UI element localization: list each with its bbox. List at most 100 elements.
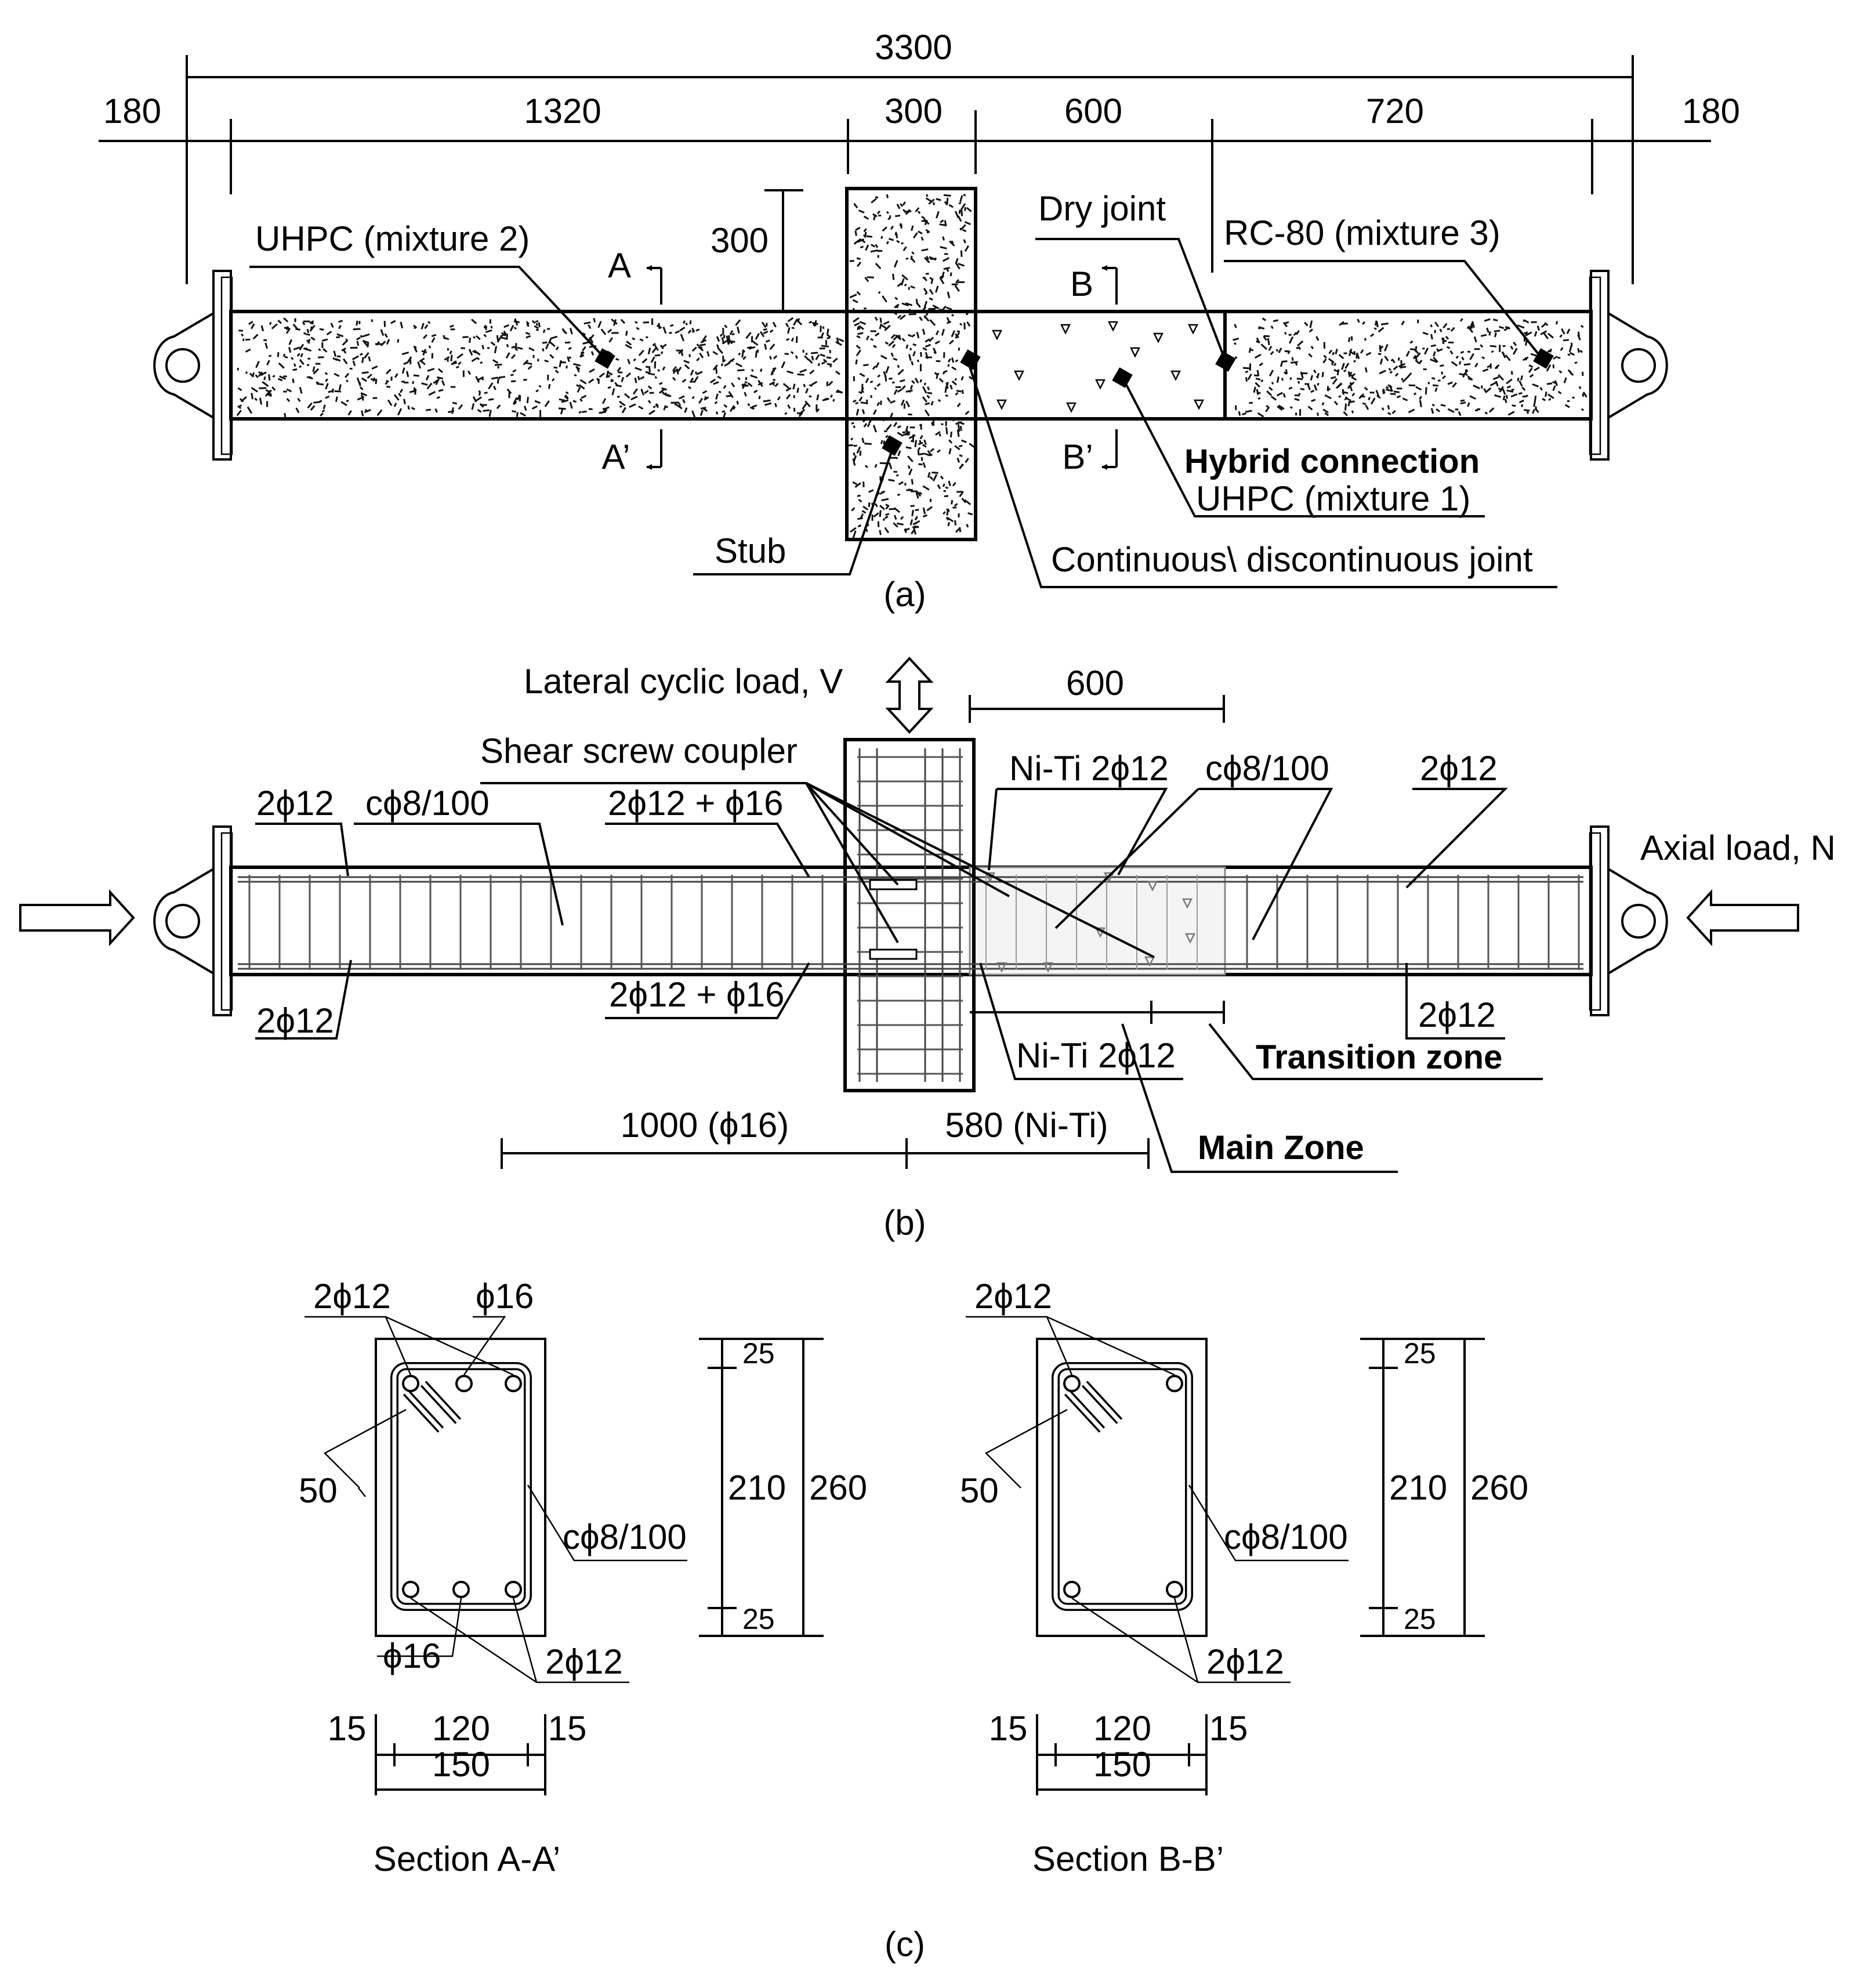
label-section-a-prime: A’: [602, 437, 630, 476]
section-b-label-top-bars: 2ϕ12: [974, 1277, 1052, 1316]
label-uhpc-mixture-1: UHPC (mixture 1): [1196, 479, 1470, 518]
dim-left-end: 180: [103, 92, 161, 131]
bar-circle: [1167, 1376, 1182, 1391]
label-transition-zone: Transition zone: [1256, 1038, 1502, 1076]
label-stirrup-right: cϕ8/100: [1205, 749, 1329, 788]
section-b-title: Section B-B’: [1032, 1839, 1224, 1878]
label-shear-screw-coupler: Shear screw coupler: [480, 732, 798, 770]
section-b-dim-width: 150: [1093, 1745, 1151, 1784]
section-a-dim-w-right: 15: [548, 1709, 587, 1748]
bar-circle: [1064, 1376, 1079, 1391]
dim-stub-height: 300: [711, 221, 769, 260]
section-b-dim-cover-top: 25: [1404, 1337, 1436, 1370]
bar-circle: [403, 1582, 418, 1597]
section-a-label-hook: 50: [299, 1471, 338, 1510]
bar-circle: [403, 1376, 418, 1391]
panel-a: 3300 180 1320 300 600 720 180 300: [99, 28, 1740, 614]
bar-circle: [506, 1582, 521, 1597]
stub-b: [845, 740, 974, 1091]
beam-a: [231, 312, 1591, 419]
dim-seg4: 720: [1366, 92, 1424, 131]
bar-circle: [506, 1376, 521, 1391]
label-bars-mid-bottom: 2ϕ12 + ϕ16: [609, 975, 784, 1014]
caption-c: (c): [885, 1925, 925, 1964]
section-a-label-top-extra: ϕ16: [476, 1277, 534, 1316]
section-b-dim-core: 210: [1389, 1468, 1447, 1507]
leaders-a: [249, 239, 1557, 587]
section-a-drawing: 2ϕ12 ϕ16 50 cϕ8/100 ϕ16 2ϕ12 25 210 260 …: [299, 1277, 867, 1878]
section-b-dim-w-core: 120: [1093, 1709, 1151, 1748]
label-section-a: A: [608, 246, 631, 285]
bar-circle: [454, 1582, 469, 1597]
end-plate-left-b: [154, 827, 232, 1015]
section-a-leaders: [305, 1317, 687, 1682]
label-lateral-load: Lateral cyclic load, V: [524, 662, 843, 701]
axial-load-arrow-left: [20, 892, 133, 943]
label-main-zone: Main Zone: [1198, 1129, 1364, 1167]
dim-seg1: 1320: [524, 92, 601, 131]
label-dry-joint: Dry joint: [1038, 189, 1166, 228]
section-a-dim-height: 260: [809, 1468, 867, 1507]
dim-total: 3300: [875, 28, 952, 67]
section-b-dim-cover-bottom: 25: [1404, 1603, 1436, 1635]
end-plate-left-a: [154, 271, 232, 459]
label-bars-right-top: 2ϕ12: [1420, 749, 1498, 788]
section-b-dim-w-right: 15: [1209, 1709, 1248, 1748]
label-bars-left-bottom: 2ϕ12: [256, 1001, 334, 1040]
end-plate-right-a: [1590, 271, 1667, 459]
label-rc80-mixture-3: RC-80 (mixture 3): [1224, 213, 1500, 252]
lateral-load-arrow: [888, 658, 931, 732]
section-a-dim-cover-top: 25: [742, 1337, 775, 1370]
section-a-label-bot-bars: 2ϕ12: [545, 1642, 623, 1681]
label-section-b-prime: B’: [1062, 437, 1093, 476]
stub-a: [847, 189, 976, 539]
dim-seg3: 600: [1064, 92, 1122, 131]
section-b-dim-w-left: 15: [989, 1709, 1028, 1748]
label-stirrup-left: cϕ8/100: [365, 784, 490, 823]
section-a-label-top-bars: 2ϕ12: [313, 1277, 391, 1316]
label-bars-right-bottom: 2ϕ12: [1418, 995, 1496, 1034]
section-b-label-hook: 50: [960, 1471, 999, 1510]
panel-b: Lateral cyclic load, V 600 Axial load, N: [20, 658, 1836, 1242]
section-b-label-stirrup: cϕ8/100: [1224, 1518, 1348, 1556]
bar-circle: [1167, 1582, 1182, 1597]
dim-seg2: 300: [885, 92, 943, 131]
label-bars-left-top: 2ϕ12: [256, 784, 334, 823]
label-niti-bottom: Ni-Ti 2ϕ12: [1016, 1036, 1176, 1075]
section-b-drawing: 2ϕ12 50 cϕ8/100 2ϕ12 25 210 260 25 15 12…: [960, 1277, 1528, 1878]
leaders-b: [255, 783, 1543, 1172]
dim-right-end: 180: [1682, 92, 1740, 131]
section-a-label-stirrup: cϕ8/100: [563, 1518, 687, 1556]
label-section-b: B: [1070, 265, 1093, 303]
label-uhpc-mixture-2: UHPC (mixture 2): [255, 219, 530, 258]
section-a-title: Section A-A’: [374, 1839, 560, 1878]
section-marker-b: [1102, 268, 1117, 467]
caption-b: (b): [883, 1203, 926, 1242]
section-b-dim-height: 260: [1470, 1468, 1528, 1507]
fiber-triangles: [993, 322, 1203, 411]
section-a-dim-width: 150: [432, 1745, 490, 1784]
label-niti-top: Ni-Ti 2ϕ12: [1009, 749, 1169, 788]
bar-circle: [456, 1376, 472, 1391]
label-hybrid-connection: Hybrid connection: [1184, 443, 1480, 480]
hybrid-connection-zone: [976, 312, 1225, 419]
section-a-dim-core: 210: [728, 1468, 786, 1507]
dim-1000: 1000 (ϕ16): [621, 1106, 789, 1145]
label-joint-type: Continuous\ discontinuous joint: [1051, 540, 1533, 579]
label-axial-load: Axial load, N: [1640, 828, 1836, 867]
section-a-dim-cover-bottom: 25: [742, 1603, 775, 1635]
section-a-dim-w-core: 120: [432, 1709, 490, 1748]
section-b-label-bot-bars: 2ϕ12: [1206, 1642, 1284, 1681]
label-stub: Stub: [715, 531, 786, 570]
dim-600-b: 600: [1066, 664, 1124, 703]
section-b-leaders: [966, 1317, 1349, 1682]
caption-a: (a): [883, 575, 926, 614]
label-bars-mid-top: 2ϕ12 + ϕ16: [608, 784, 783, 823]
bar-circle: [1064, 1582, 1079, 1597]
section-a-dim-w-left: 15: [328, 1709, 367, 1748]
axial-load-arrow-right: [1688, 892, 1798, 943]
section-a-label-bot-extra: ϕ16: [383, 1636, 441, 1675]
dim-580: 580 (Ni-Ti): [945, 1106, 1108, 1145]
